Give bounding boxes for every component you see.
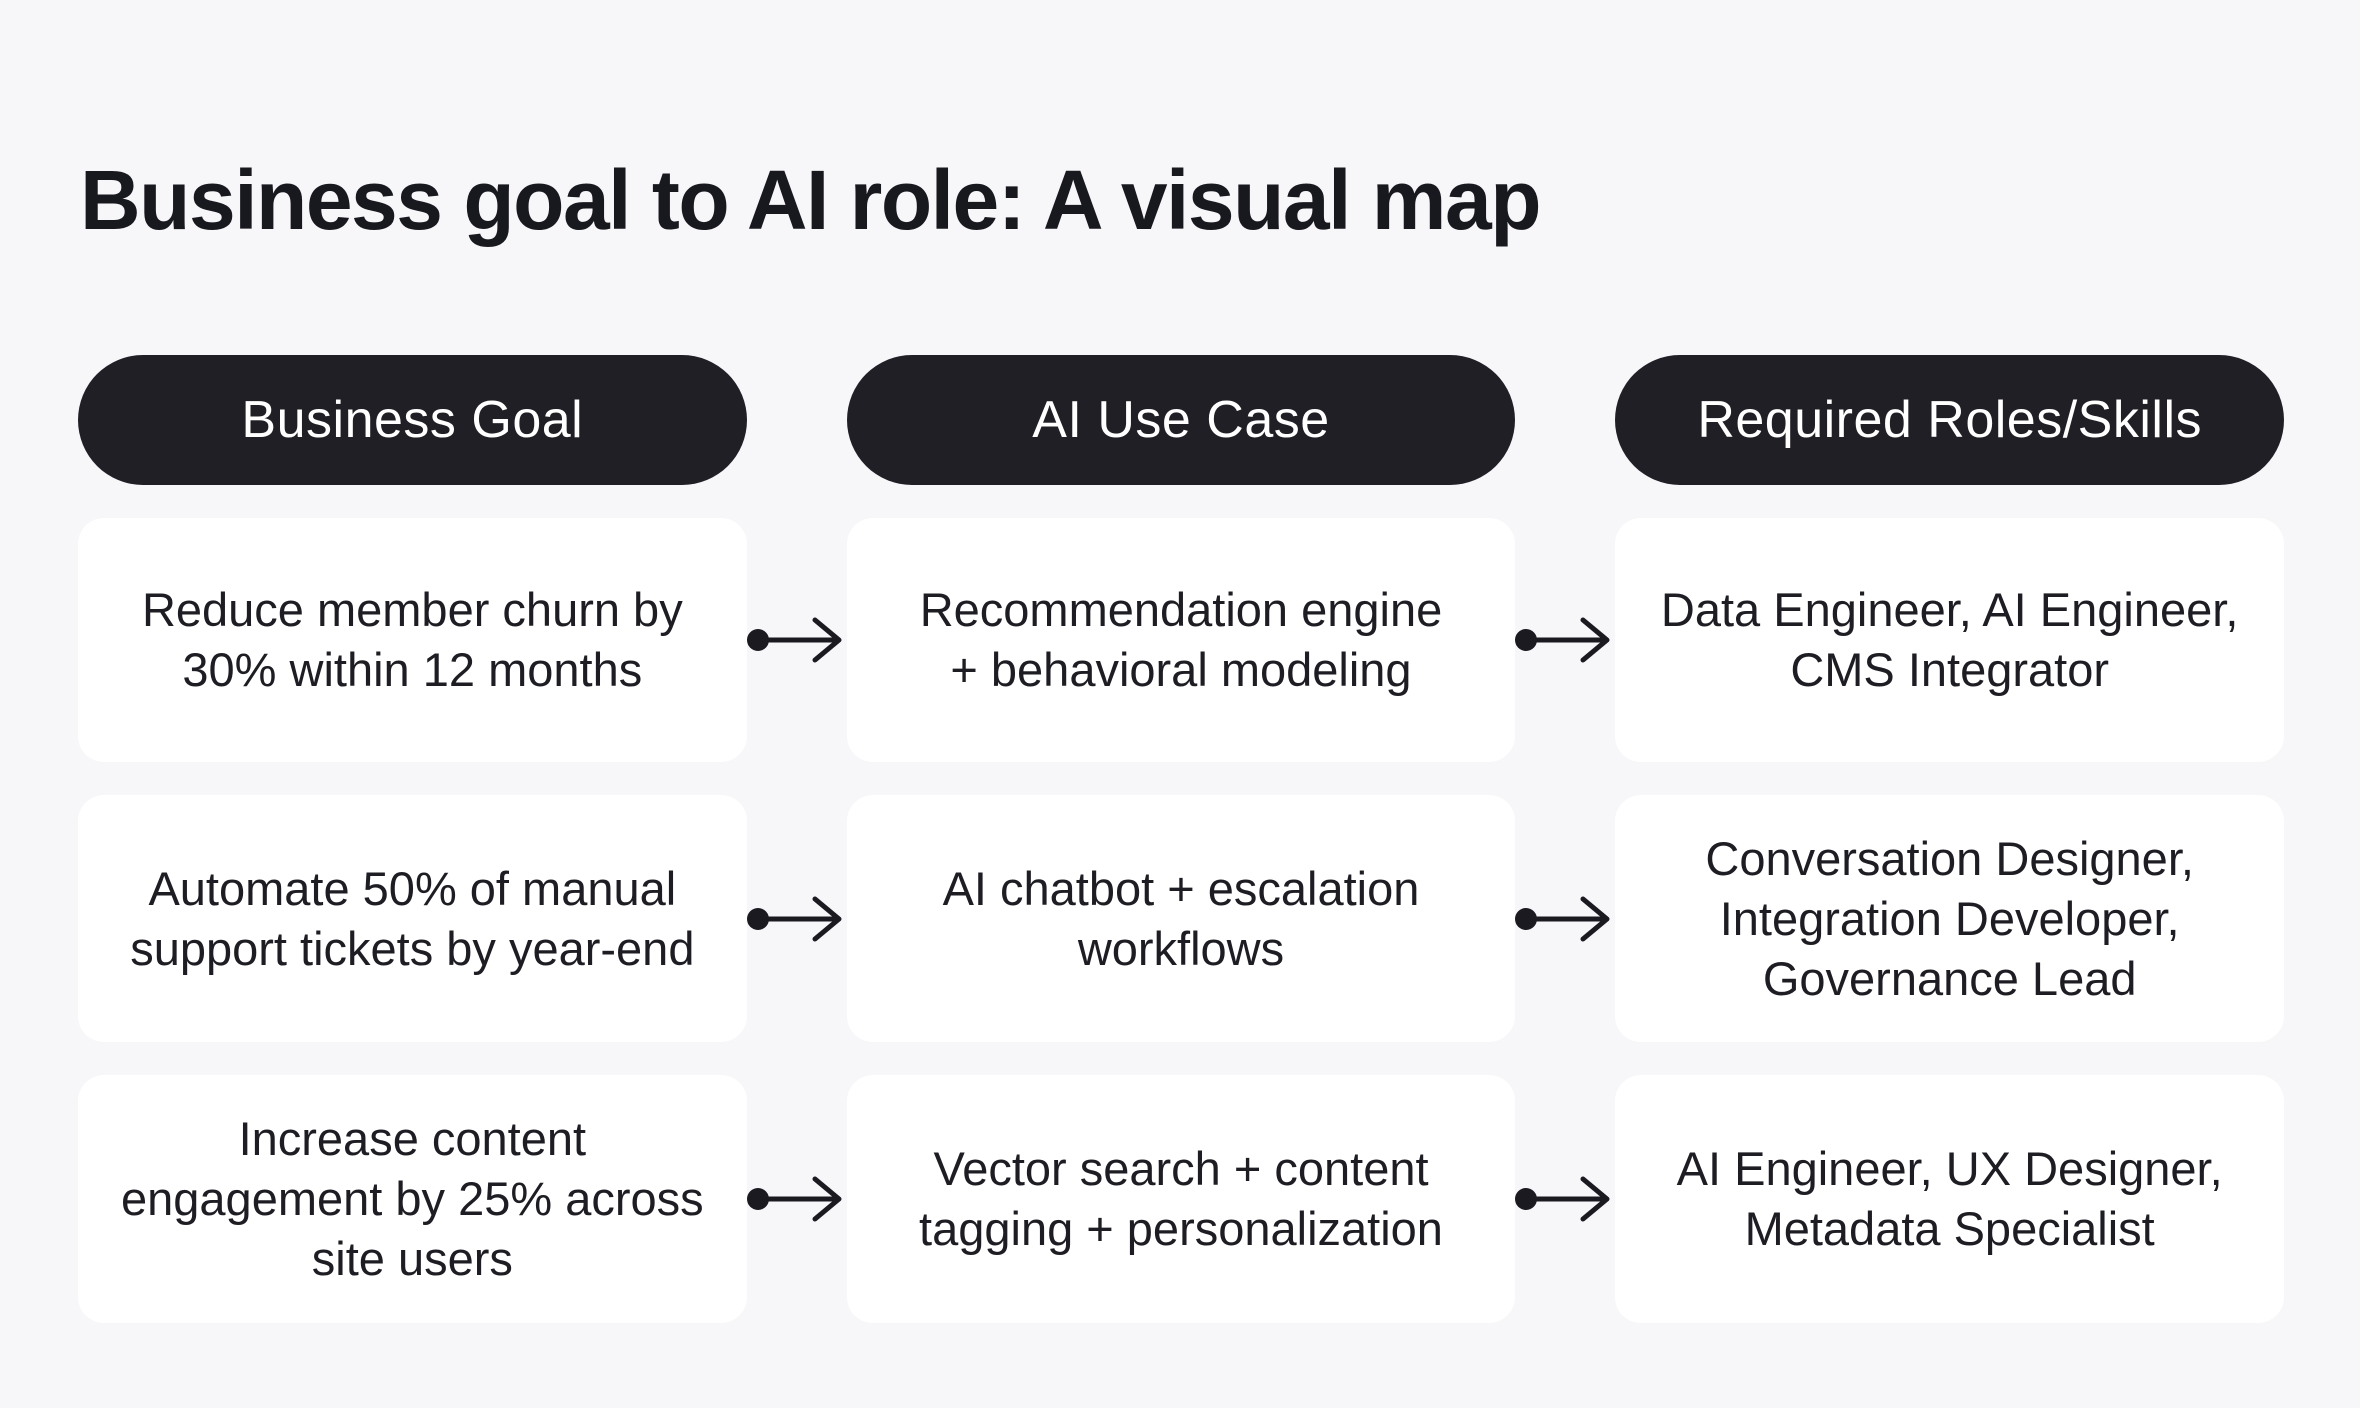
- ai-use-case-card: Recommendation engine + behavioral model…: [846, 518, 1516, 762]
- header-spacer: [747, 355, 847, 485]
- required-roles-card: Conversation Designer, Integration Devel…: [1615, 795, 2284, 1042]
- column-header-ai-use-case: AI Use Case: [846, 355, 1516, 485]
- ai-use-case-card: AI chatbot + escalation workflows: [846, 795, 1516, 1042]
- card-text: AI chatbot + escalation workflows: [942, 861, 1420, 975]
- required-roles-card: AI Engineer, UX Designer, Metadata Speci…: [1615, 1075, 2284, 1323]
- card-text: Vector search + content tagging + person…: [919, 1142, 1443, 1255]
- dot-arrow-right-icon: [1515, 795, 1615, 1042]
- card-text: AI Engineer, UX Designer, Metadata Speci…: [1676, 1142, 2223, 1255]
- dot-arrow-right-icon: [746, 795, 847, 1042]
- dot-arrow-right-icon: [1515, 1075, 1615, 1323]
- column-header-required-roles: Required Roles/Skills: [1615, 355, 2284, 485]
- column-header-label: Business Goal: [241, 391, 584, 449]
- dot-arrow-right-icon: [746, 1075, 847, 1323]
- column-header-label: Required Roles/Skills: [1697, 391, 2203, 449]
- card-text: Increase content engagement by 25% acros…: [121, 1112, 704, 1285]
- business-goal-card: Reduce member churn by 30% within 12 mon…: [78, 518, 747, 762]
- ai-use-case-card: Vector search + content tagging + person…: [846, 1075, 1516, 1323]
- card-text: Automate 50% of manual support tickets b…: [130, 861, 695, 975]
- dot-arrow-right-icon: [746, 518, 847, 762]
- card-text: Data Engineer, AI Engineer, CMS Integrat…: [1660, 583, 2239, 696]
- dot-arrow-right-icon: [1515, 518, 1615, 762]
- page-title: Business goal to AI role: A visual map: [80, 153, 1542, 247]
- required-roles-card: Data Engineer, AI Engineer, CMS Integrat…: [1615, 518, 2284, 762]
- card-text: Conversation Designer, Integration Devel…: [1705, 831, 2194, 1005]
- column-header-business-goal: Business Goal: [78, 355, 747, 485]
- header-spacer: [1515, 355, 1615, 485]
- business-goal-card: Increase content engagement by 25% acros…: [78, 1075, 747, 1323]
- card-text: Reduce member churn by 30% within 12 mon…: [141, 583, 683, 696]
- goal-to-role-map: Business Goal AI Use Case Required Roles…: [78, 355, 2284, 1323]
- business-goal-card: Automate 50% of manual support tickets b…: [78, 795, 747, 1042]
- column-header-label: AI Use Case: [1032, 391, 1330, 449]
- card-text: Recommendation engine + behavioral model…: [919, 583, 1443, 696]
